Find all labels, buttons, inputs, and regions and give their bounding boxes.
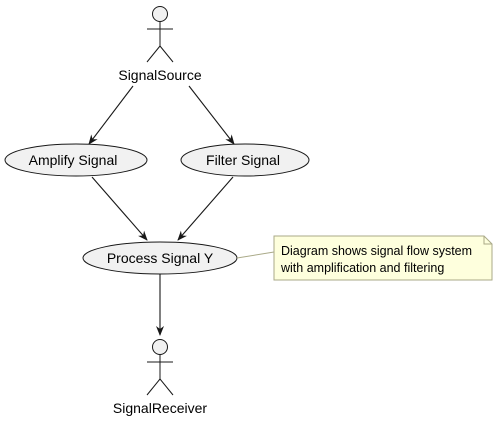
note-connector	[236, 251, 275, 259]
note-fold	[483, 236, 492, 245]
actor-label: SignalSource	[118, 67, 201, 83]
note-line-2: with amplification and filtering	[280, 261, 444, 275]
edge-filter-to-process	[177, 176, 234, 241]
edge-source-to-amplify	[88, 85, 134, 145]
usecase-label: Process Signal Y	[107, 250, 214, 266]
actor-signal-receiver[interactable]: SignalReceiver	[113, 339, 207, 417]
stick-figure-icon	[146, 339, 174, 396]
edge-amplify-to-process	[91, 176, 148, 241]
actor-label: SignalReceiver	[113, 400, 207, 416]
usecase-label: Amplify Signal	[29, 152, 118, 168]
usecase-label: Filter Signal	[206, 152, 280, 168]
usecase-ellipse	[180, 143, 310, 177]
usecase-filter-signal[interactable]: Filter Signal	[180, 143, 310, 177]
usecase-process-signal-y[interactable]: Process Signal Y	[82, 241, 238, 275]
note-line-1: Diagram shows signal flow system	[281, 244, 472, 258]
note-box	[273, 235, 493, 281]
stick-figure-icon	[146, 6, 174, 63]
edges	[88, 85, 235, 336]
usecase-ellipse	[4, 143, 148, 177]
note: Diagram shows signal flow system with am…	[236, 235, 493, 281]
edge-source-to-filter	[188, 85, 235, 145]
actor-signal-source[interactable]: SignalSource	[118, 6, 202, 84]
usecase-amplify-signal[interactable]: Amplify Signal	[4, 143, 148, 177]
